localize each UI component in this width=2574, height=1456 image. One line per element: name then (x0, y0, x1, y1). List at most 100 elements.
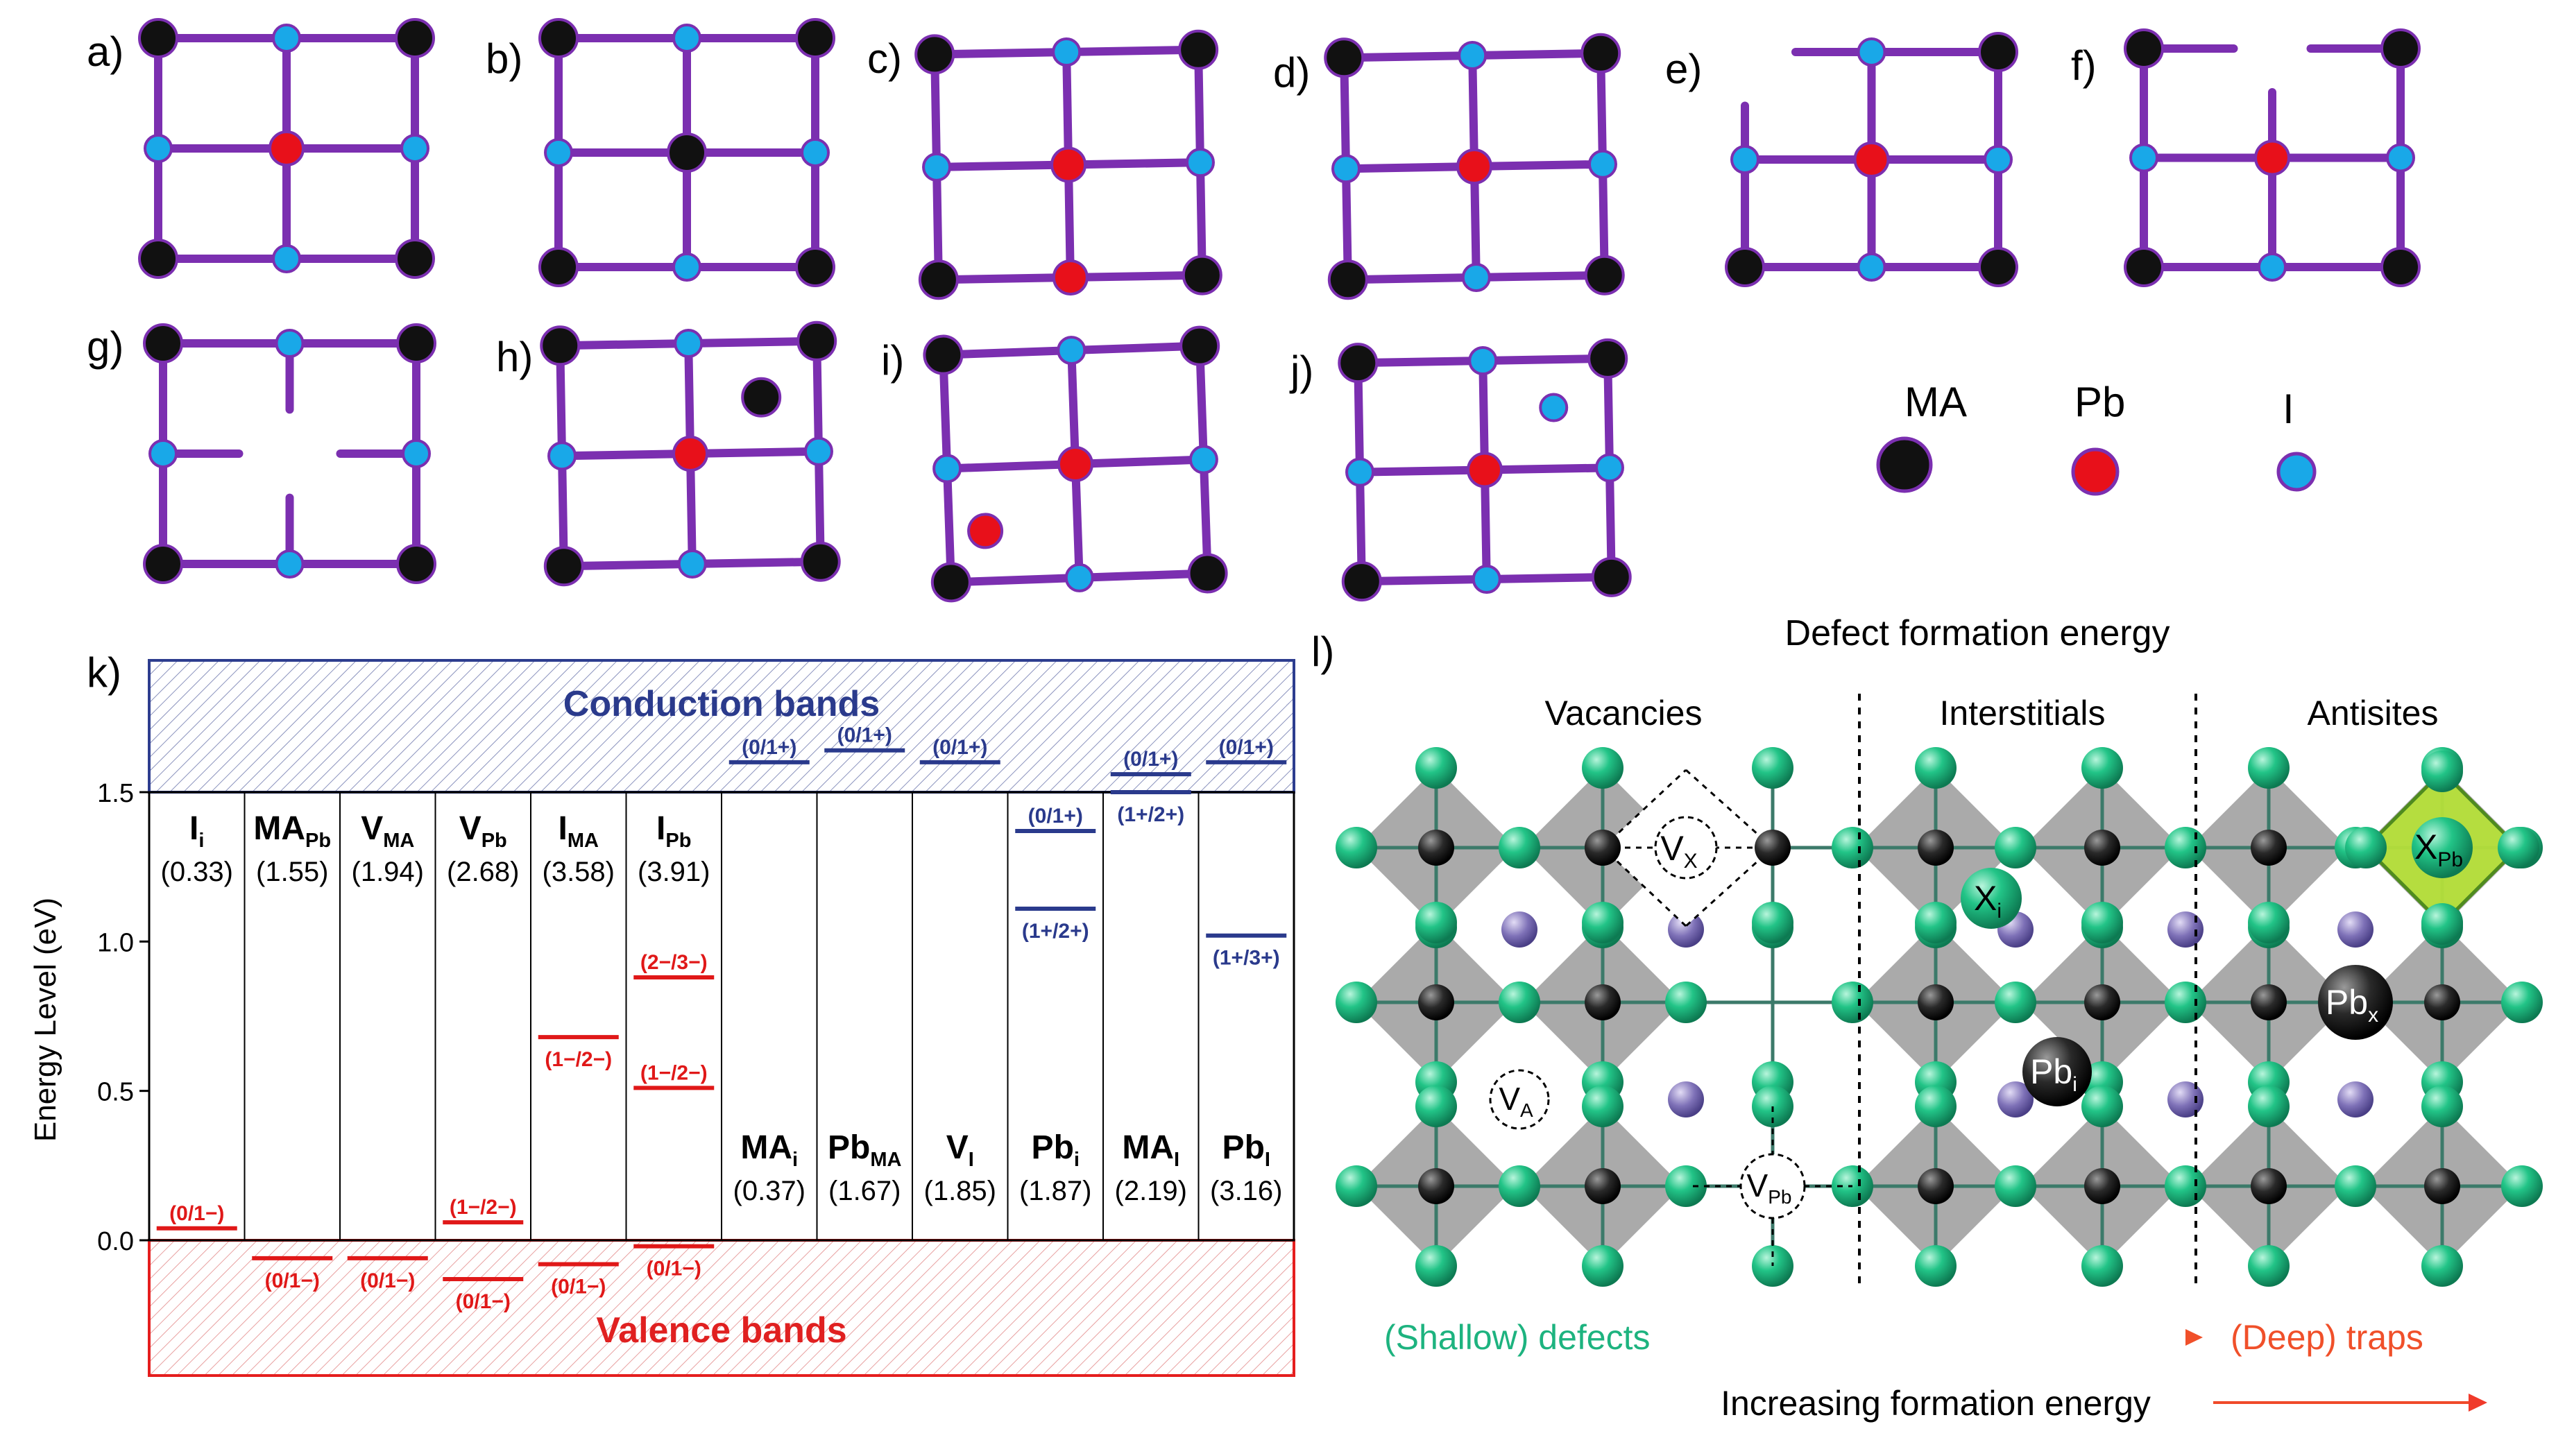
ma-atom (1324, 37, 1365, 78)
defect-name-6: MAi (740, 1129, 798, 1171)
halide-atom (2081, 902, 2123, 943)
defect-formation-title: Defect formation energy (1785, 613, 2170, 653)
interstitial-ma-atom (741, 377, 782, 418)
a-site-cation (1997, 1081, 2034, 1117)
iodine-atom (932, 454, 962, 483)
legend-i-atom (2276, 452, 2317, 492)
ma-atom (2124, 28, 2164, 69)
ma-atom (930, 562, 971, 603)
lead-atom (2084, 830, 2120, 866)
halide-atom (2165, 1165, 2206, 1207)
halide-atom (1582, 747, 1623, 789)
transition-level-label: (1+/2+) (1022, 920, 1089, 943)
panel-label-a: a) (87, 28, 123, 75)
iodine-atom (1345, 457, 1375, 487)
panel-label-d: d) (1273, 49, 1310, 96)
ma-atom (395, 18, 435, 58)
ma-atom (914, 34, 955, 75)
halide-atom (1415, 747, 1457, 789)
lead-atom (2084, 1168, 2120, 1204)
halide-atom (2248, 1086, 2290, 1127)
transition-level-label: (0/1+) (1028, 805, 1083, 828)
halide-atom (2498, 827, 2539, 868)
halide-atom (1665, 982, 1707, 1023)
iodine-atom (547, 441, 577, 471)
defect-energy-1: (1.55) (256, 857, 329, 887)
valence-band-box (148, 1239, 1295, 1377)
defect-energy-3: (2.68) (447, 857, 520, 887)
defect-energy-5: (3.91) (638, 857, 710, 887)
pb-atom (672, 436, 708, 472)
a-site-vacancy (1489, 1069, 1550, 1130)
ma-atom (538, 18, 579, 58)
defect-name-5: IPb (656, 810, 691, 852)
ma-atom (667, 132, 707, 173)
vacancy-dashed-bond (1601, 769, 1687, 849)
halide-atom (2248, 902, 2290, 943)
halide-atom (1415, 1245, 1457, 1287)
lead-atom (2251, 1168, 2287, 1204)
defect-energy-2: (1.94) (352, 857, 425, 887)
defect-energy-7: (1.67) (828, 1176, 901, 1206)
halide-atom (2165, 982, 2206, 1023)
ma-atom (923, 334, 964, 375)
halide-atom (2081, 1245, 2123, 1287)
antisite-x-label: XPb (2414, 828, 2463, 871)
y-tick-label: 1.0 (97, 928, 134, 957)
halide-atom (2421, 751, 2463, 792)
a-site-cation (1501, 911, 1537, 948)
ma-atom (2380, 247, 2421, 287)
transition-level-label: (1+/3+) (1213, 947, 1280, 970)
halide-atom (2421, 903, 2463, 945)
lattice-panel-j (1338, 338, 1632, 602)
transition-level-label: (1−/2−) (640, 1061, 708, 1084)
section-vacancies: Vacancies (1545, 694, 1703, 733)
defect-name-1: MAPb (253, 810, 331, 852)
defect-name-11: PbI (1222, 1129, 1270, 1171)
lead-atom (1418, 830, 1454, 866)
vacancy-dashed-bond (1685, 769, 1774, 849)
defect-name-2: VMA (361, 810, 414, 852)
panel-label-k: k) (87, 649, 121, 696)
halide-atom (1995, 827, 2036, 868)
iodine-atom (148, 439, 178, 468)
lattice-panel-a (138, 18, 435, 279)
lead-atom (2084, 984, 2120, 1020)
panel-label-c: c) (867, 35, 902, 82)
halide-interstitial (1961, 868, 2022, 929)
iodine-atom (803, 436, 833, 466)
ma-atom (143, 323, 183, 363)
legend-label-i: I (2283, 386, 2294, 432)
y-tick-label: 1.5 (97, 779, 134, 808)
halide-atom (2165, 827, 2206, 868)
a-site-cation (2167, 911, 2204, 948)
halide-atom (1995, 982, 2036, 1023)
lead-atom (2424, 984, 2460, 1020)
defect-energy-8: (1.85) (924, 1176, 997, 1206)
conduction-band-box (148, 659, 1295, 794)
iodine-atom (272, 24, 301, 53)
defect-energy-9: (1.87) (1019, 1176, 1092, 1206)
halide-atom (1915, 747, 1957, 789)
iodine-atom (1857, 37, 1886, 67)
halide-atom (1336, 827, 1377, 868)
halide-atom (2248, 1245, 2290, 1287)
ma-atom (1978, 247, 2018, 287)
halide-atom (1582, 1086, 1623, 1127)
transition-level-label: (0/1+) (742, 736, 796, 759)
iodine-atom (1587, 149, 1617, 179)
halide-vacancy-site (1654, 816, 1718, 880)
halide-atom (1415, 1086, 1457, 1127)
antisite-pb-label: Pbx (2326, 983, 2378, 1027)
iodine-atom (144, 134, 173, 163)
iodine-atom (1331, 154, 1361, 184)
halide-atom (1832, 827, 1873, 868)
iodine-atom (674, 329, 704, 359)
lead-atom (2251, 830, 2287, 866)
defect-energy-0: (0.33) (161, 857, 234, 887)
halide-atom (2501, 1165, 2543, 1207)
pb-atom (1050, 146, 1086, 183)
ma-atom (143, 544, 183, 584)
